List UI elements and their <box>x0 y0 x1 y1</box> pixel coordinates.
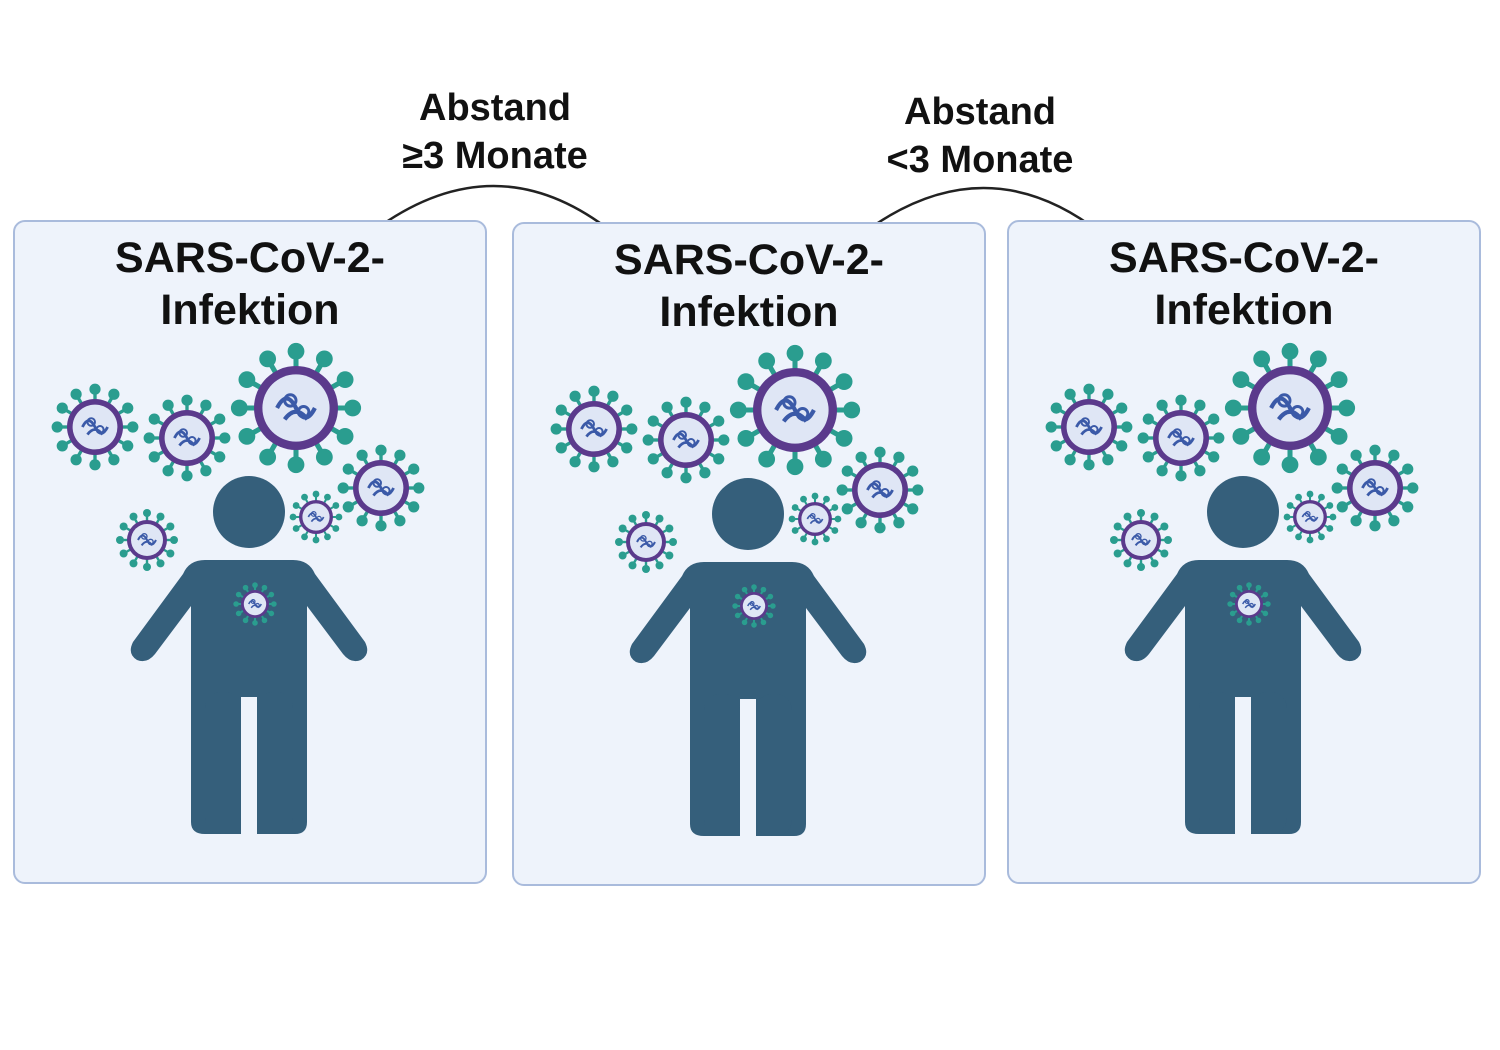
virus-icon <box>143 394 231 482</box>
virus-icon <box>642 396 730 484</box>
virus-icon <box>1224 342 1356 474</box>
panel-title-2-line1: SARS-CoV-2- <box>614 236 884 284</box>
panel-title-3-line1: SARS-CoV-2- <box>1109 234 1379 282</box>
virus-icon <box>836 446 924 534</box>
panel-title-3: SARS-CoV-2- Infektion <box>1009 232 1479 336</box>
interval-label-1-line2: ≥3 Monate <box>402 135 588 177</box>
panel-title-1: SARS-CoV-2- Infektion <box>15 232 485 336</box>
person-with-virus-icon <box>51 342 425 837</box>
virus-icon <box>116 509 178 571</box>
virus-icon <box>1110 509 1172 571</box>
virus-icon <box>788 492 842 546</box>
infection-panel-1: SARS-CoV-2- Infektion <box>13 220 487 884</box>
virus-icon <box>230 342 362 474</box>
virus-icon <box>1137 394 1225 482</box>
virus-icon <box>615 511 677 573</box>
panel-title-3-line2: Infektion <box>1154 286 1334 334</box>
panel-title-2: SARS-CoV-2- Infektion <box>514 234 984 338</box>
panel-title-1-line1: SARS-CoV-2- <box>115 234 385 282</box>
virus-icon <box>1283 490 1337 544</box>
virus-icon <box>729 344 861 476</box>
virus-icon <box>732 584 776 628</box>
interval-label-2-line2: <3 Monate <box>886 139 1074 181</box>
person-icon <box>1124 476 1362 837</box>
virus-icon <box>233 582 277 626</box>
virus-icon <box>1331 444 1419 532</box>
virus-icon <box>1045 383 1133 471</box>
infection-panel-3: SARS-CoV-2- Infektion <box>1007 220 1481 884</box>
virus-icon <box>51 383 139 471</box>
panel-title-2-line2: Infektion <box>659 288 839 336</box>
interval-label-1: Abstand ≥3 Monate <box>365 84 625 180</box>
interval-label-2: Abstand <3 Monate <box>850 88 1110 184</box>
virus-icon <box>289 490 343 544</box>
interval-label-2-line1: Abstand <box>904 91 1056 133</box>
person-icon <box>629 478 867 839</box>
virus-icon <box>1227 582 1271 626</box>
interval-label-1-line1: Abstand <box>419 87 571 129</box>
person-with-virus-icon <box>1045 342 1419 837</box>
virus-icon <box>337 444 425 532</box>
virus-icon <box>550 385 638 473</box>
person-with-virus-icon <box>550 344 924 839</box>
panel-title-1-line2: Infektion <box>160 286 340 334</box>
person-icon <box>130 476 368 837</box>
infection-panel-2: SARS-CoV-2- Infektion <box>512 222 986 886</box>
